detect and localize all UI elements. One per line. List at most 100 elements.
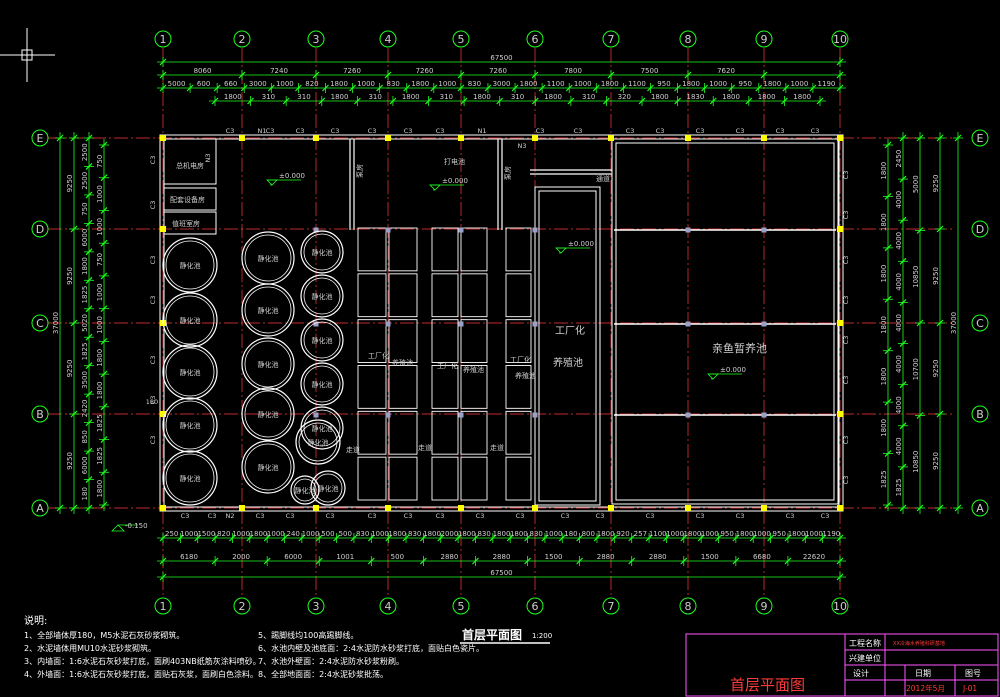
dimension-slash	[489, 534, 497, 542]
dim-bottom-detail: 830	[408, 530, 421, 538]
grid-bubble	[379, 30, 397, 48]
dimension-slash	[211, 534, 219, 542]
wall-rect	[534, 186, 601, 506]
dim-top-detail: 3000	[249, 80, 267, 88]
dimension-slash	[56, 134, 64, 142]
drawing-scale: 1:200	[532, 632, 552, 640]
grid-bubble-label: 6	[532, 33, 539, 46]
round-tank	[162, 344, 218, 400]
dimension-slash	[899, 463, 907, 471]
dim-bottom-detail: 1800	[788, 530, 806, 538]
interior-column	[385, 227, 391, 233]
room-label: 打电池	[444, 157, 465, 166]
dim-bottom-detail: 830	[530, 530, 543, 538]
level-text: ±0.000	[720, 366, 746, 374]
dim-top-detail: 660	[224, 80, 237, 88]
dim-left-detail: 750	[81, 202, 89, 215]
dim-total-right: 37000	[950, 312, 958, 334]
dim-top-detail: 1000	[709, 80, 727, 88]
dimension-slash	[85, 134, 93, 142]
round-tank	[300, 362, 344, 406]
window-tag: C3	[286, 512, 295, 520]
round-tank-label: 静化池	[258, 410, 279, 419]
dimension-slash	[936, 504, 944, 512]
dim-left-sub: 1800	[96, 382, 104, 400]
dim-bottom-detail: 180	[564, 530, 577, 538]
dim-total-left: 37000	[52, 312, 60, 334]
dim-bottom-detail: 500	[321, 530, 334, 538]
dimension-slash	[240, 84, 248, 92]
interior-column	[761, 412, 767, 418]
dim-top-detail: 600	[197, 80, 210, 88]
dim-top-bay: 7260	[489, 67, 507, 75]
rect-tank	[460, 227, 488, 272]
dimension-slash	[70, 225, 78, 233]
interior-column	[761, 321, 767, 327]
dimension-slash	[899, 504, 907, 512]
grid-bubble	[831, 597, 849, 615]
dimension-slash	[85, 447, 93, 455]
dimension-slash	[211, 97, 219, 105]
grid-bubble	[233, 30, 251, 48]
round-tank-label: 静化池	[312, 380, 333, 389]
rect-tank	[460, 319, 488, 363]
dim-top-sub: 1800	[793, 93, 811, 101]
grid-bubble-label: 4	[385, 33, 392, 46]
breeding-label: 养殖池	[553, 356, 583, 369]
wall-rect	[163, 187, 217, 211]
window-tag: C3	[404, 512, 413, 520]
dim-bottom-bay: 22620	[803, 553, 825, 561]
dim-left-sub: 750	[96, 155, 104, 168]
door-tag: N1	[478, 127, 487, 135]
dimension-slash	[767, 534, 774, 542]
round-tank-label: 静化池	[180, 261, 201, 270]
interior-column	[532, 321, 538, 327]
window-tag: C3	[596, 512, 605, 520]
dim-bottom-detail: 1000	[666, 530, 684, 538]
dim-bottom-detail: 1190	[822, 530, 840, 538]
rect-tank	[357, 410, 387, 455]
window-tag: C3	[696, 512, 705, 520]
dimension-slash	[419, 557, 427, 565]
grid-bubble	[526, 30, 544, 48]
round-tank-inner	[293, 478, 317, 502]
round-tank-inner	[165, 240, 215, 290]
dimension-slash	[367, 557, 375, 565]
dim-right-detail: 4000	[895, 314, 903, 332]
wall-rect	[163, 211, 217, 235]
rect-tank	[431, 456, 459, 501]
dim-left-sub: 1825	[96, 414, 104, 432]
dimension-slash	[899, 134, 907, 142]
dim-bottom-bay: 500	[391, 553, 404, 561]
dimension-slash	[638, 97, 646, 105]
factory-label: 工厂化	[555, 324, 585, 337]
dim-bottom-detail: 1800	[684, 530, 702, 538]
dim-left-detail: 2420	[81, 399, 89, 417]
window-tag: C3	[776, 127, 785, 135]
round-tank-inner	[165, 295, 215, 345]
dim-top-detail: 820	[305, 80, 318, 88]
window-tag: C3	[811, 127, 820, 135]
dimension-slash	[457, 71, 465, 79]
dimension-slash	[506, 534, 514, 542]
round-tank-label: 静化池	[312, 248, 333, 257]
dim-right-outer: 9250	[932, 452, 940, 470]
round-tank-label: 静化池	[295, 486, 316, 495]
grid-bubble	[452, 597, 470, 615]
interior-column	[685, 412, 691, 418]
dimension-slash	[56, 504, 64, 512]
dimension-slash	[899, 340, 907, 347]
rect-tank	[460, 456, 488, 501]
window-tag: C3	[149, 256, 157, 265]
round-tank-inner	[303, 365, 341, 403]
dimension-slash	[367, 534, 375, 542]
dimension-slash	[246, 534, 254, 542]
dim-bottom-bay: 2880	[441, 553, 459, 561]
rect-tank	[431, 273, 459, 318]
dim-top-bay: 7260	[343, 67, 361, 75]
dimension-slash	[282, 97, 290, 105]
rect-tank	[357, 227, 387, 272]
rect-tank	[388, 227, 418, 272]
window-tag: C3	[326, 512, 335, 520]
dim-bottom-detail: 1800	[458, 530, 476, 538]
